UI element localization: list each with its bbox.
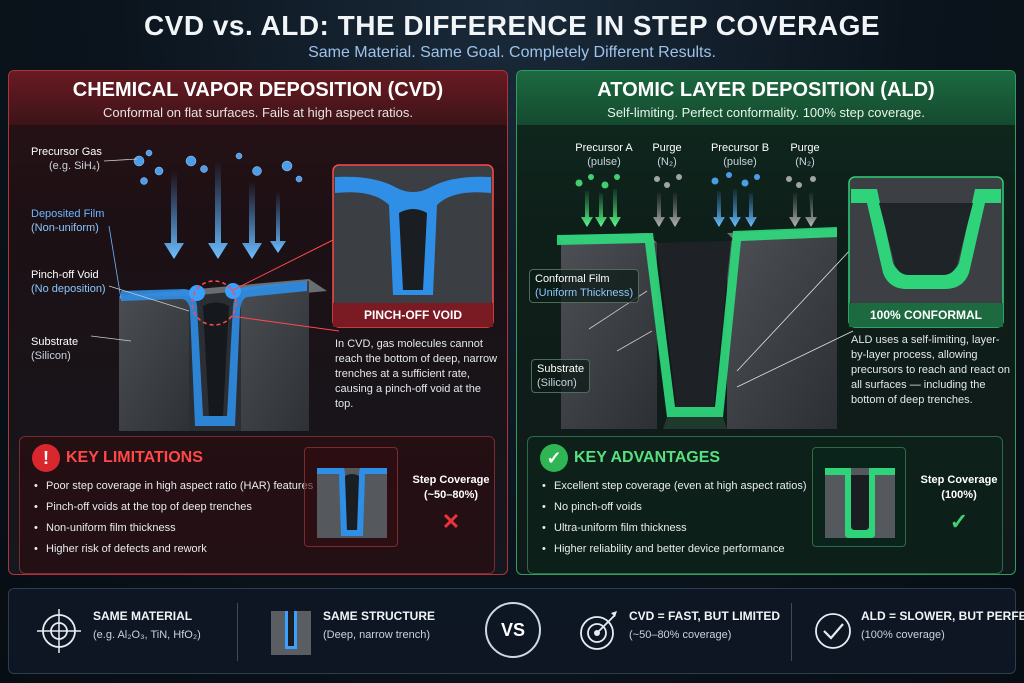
pinch-off-void-tag: PINCH-OFF VOID — [364, 308, 462, 322]
conformal-zoom-inset — [848, 176, 1004, 328]
limitations-list: Poor step coverage in high aspect ratio … — [34, 479, 313, 563]
ald-summary-title: ALD = SLOWER, BUT PERFECT — [861, 609, 1024, 623]
ald-header: ATOMIC LAYER DEPOSITION (ALD) Self-limit… — [517, 71, 1015, 125]
same-material-desc: (e.g. Al₂O₃, TiN, HfO₂) — [93, 629, 201, 641]
same-material-title: SAME MATERIAL — [93, 609, 193, 623]
ald-subtitle: Self-limiting. Perfect conformality. 100… — [607, 105, 925, 120]
list-item: Ultra-uniform film thickness — [542, 521, 807, 542]
list-item: Higher reliability and better device per… — [542, 542, 807, 563]
precursor-molecules — [133, 149, 303, 185]
same-structure-desc: (Deep, narrow trench) — [323, 629, 430, 641]
ald-mini-trench — [812, 447, 906, 547]
target-icon — [37, 609, 81, 653]
key-advantages-title: KEY ADVANTAGES — [574, 449, 721, 466]
same-structure-item: SAME STRUCTURE (Deep, narrow trench) — [271, 589, 471, 675]
substrate-label: Substrate (Silicon) — [31, 336, 79, 362]
conformal-film-label: Conformal Film (Uniform Thickness) — [529, 269, 640, 303]
precursor-b-label: Precursor B (pulse) — [710, 142, 770, 168]
summary-bar: SAME MATERIAL (e.g. Al₂O₃, TiN, HfO₂) SA… — [8, 588, 1024, 675]
advantages-list: Excellent step coverage (even at high as… — [542, 479, 807, 563]
page-subtitle: Same Material. Same Goal. Completely Dif… — [308, 44, 716, 61]
check-icon: ✓ — [949, 509, 969, 534]
cvd-step-coverage: Step Coverage (~50–80%) — [412, 474, 490, 501]
gas-flow-arrows — [164, 161, 286, 259]
cvd-trench-diagram — [90, 149, 340, 431]
ald-summary-desc: (100% coverage) — [861, 629, 945, 641]
checkmark-icon: ✓ — [540, 444, 568, 472]
cross-icon: ✕ — [441, 509, 461, 534]
cvd-subtitle: Conformal on flat surfaces. Fails at hig… — [103, 105, 413, 120]
list-item: Poor step coverage in high aspect ratio … — [34, 479, 313, 500]
cvd-title: CHEMICAL VAPOR DEPOSITION (CVD) — [72, 79, 444, 101]
precursor-a-label: Precursor A (pulse) — [575, 142, 633, 168]
same-material-item: SAME MATERIAL (e.g. Al₂O₃, TiN, HfO₂) — [33, 589, 233, 675]
purge-2-label: Purge (N₂) — [790, 142, 820, 168]
key-limitations-box: ! KEY LIMITATIONS Poor step coverage in … — [19, 436, 495, 574]
warning-icon: ! — [32, 444, 60, 472]
check-circle-icon — [815, 613, 851, 649]
ald-panel: ATOMIC LAYER DEPOSITION (ALD) Self-limit… — [516, 70, 1016, 575]
key-advantages-box: ✓ KEY ADVANTAGES Excellent step coverage… — [527, 436, 1003, 574]
void-highlight-circle — [191, 280, 237, 326]
cvd-mini-trench — [304, 447, 398, 547]
ald-summary-item: ALD = SLOWER, BUT PERFECT (100% coverage… — [809, 589, 1024, 675]
list-item: No pinch-off voids — [542, 500, 807, 521]
conformal-tag: 100% CONFORMAL — [869, 308, 982, 322]
vs-badge: VS — [485, 602, 541, 658]
pinch-off-void-label: Pinch-off Void (No deposition) — [31, 269, 106, 295]
cvd-header: CHEMICAL VAPOR DEPOSITION (CVD) Conforma… — [9, 71, 507, 125]
ald-substrate-label: Substrate (Silicon) — [531, 359, 591, 393]
list-item: Pinch-off voids at the top of deep trenc… — [34, 500, 313, 521]
deposited-film-label: Deposited Film (Non-uniform) — [31, 208, 105, 234]
cvd-description: In CVD, gas molecules cannot reach the b… — [335, 338, 498, 410]
dart-target-icon — [580, 611, 617, 650]
key-limitations-title: KEY LIMITATIONS — [66, 449, 203, 466]
list-item: Non-uniform film thickness — [34, 521, 313, 542]
list-item: Higher risk of defects and rework — [34, 542, 313, 563]
cvd-summary-title: CVD = FAST, BUT LIMITED — [629, 609, 781, 623]
substrate-front — [119, 296, 189, 431]
purge-1-label: Purge (N₂) — [652, 142, 682, 168]
page-title: CVD vs. ALD: THE DIFFERENCE IN STEP COVE… — [143, 10, 881, 41]
pinch-off-zoom-inset — [332, 164, 494, 328]
cvd-panel: CHEMICAL VAPOR DEPOSITION (CVD) Conforma… — [8, 70, 508, 575]
list-item: Excellent step coverage (even at high as… — [542, 479, 807, 500]
cvd-summary-desc: (~50–80% coverage) — [629, 629, 732, 641]
ald-step-coverage: Step Coverage (100%) — [920, 474, 998, 501]
trench-icon — [271, 611, 311, 655]
same-structure-title: SAME STRUCTURE — [323, 609, 436, 623]
ald-description: ALD uses a self-limiting, layer-by-layer… — [851, 334, 1010, 406]
ald-title: ATOMIC LAYER DEPOSITION (ALD) — [597, 79, 935, 101]
cvd-summary-item: CVD = FAST, BUT LIMITED (~50–80% coverag… — [579, 589, 781, 675]
precursor-gas-label: Precursor Gas (e.g. SiH₄) — [31, 146, 102, 172]
